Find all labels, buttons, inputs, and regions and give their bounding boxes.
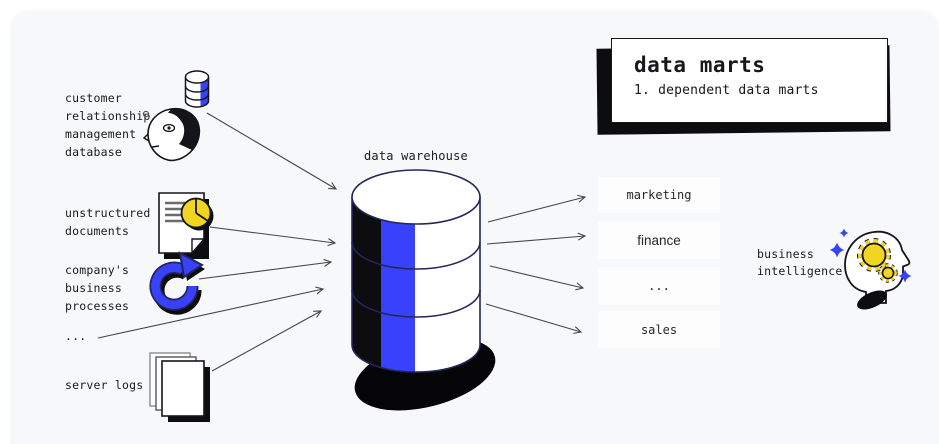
bi-head-shadow <box>857 290 887 310</box>
source-label-serverlogs: server logs <box>65 378 144 392</box>
marts-card-title: data marts <box>634 53 766 77</box>
mart-label: ... <box>648 278 670 293</box>
database-cylinder-icon <box>184 70 210 108</box>
sparkle-icons <box>829 228 912 283</box>
arrow-crm-to-warehouse <box>206 112 338 190</box>
mart-label: marketing <box>626 188 692 202</box>
marts-card-subtitle: 1. dependent data marts <box>634 83 819 98</box>
gear-icon-small <box>881 266 895 280</box>
mart-box-marketing: marketing <box>598 177 720 213</box>
mart-box-sales: sales <box>598 311 720 348</box>
mart-label: sales <box>640 322 678 337</box>
bi-label: business intelligence <box>757 247 843 278</box>
refresh-cycle-icon <box>149 251 205 315</box>
arrow-serverlogs-to-warehouse <box>211 310 323 372</box>
arrow-warehouse-to-sales <box>485 303 583 334</box>
arrow-warehouse-to-ellipsis <box>489 265 585 291</box>
arrow-warehouse-to-finance <box>486 232 587 245</box>
person-head-icon <box>142 107 201 162</box>
mart-label: finance <box>637 233 681 248</box>
paper-stack-icon <box>149 352 210 422</box>
source-label-crm: customer relationship management databas… <box>65 91 151 159</box>
document-pie-chart-icon <box>158 192 214 259</box>
mart-box-ellipsis: ... <box>598 267 720 304</box>
warehouse-label: data warehouse <box>364 149 468 163</box>
source-label-processes: company's business processes <box>65 263 130 313</box>
mart-box-finance: finance <box>598 222 720 259</box>
head-with-gears-icon <box>829 228 912 310</box>
gear-icon-large <box>861 242 887 268</box>
arrow-warehouse-to-marketing <box>487 194 587 223</box>
source-label-ellipsis: ... <box>65 329 87 343</box>
arrow-ellipsis-to-warehouse <box>97 286 325 339</box>
warehouse-cylinder-graphic <box>351 169 496 411</box>
arrow-documents-to-warehouse <box>209 226 337 247</box>
arrow-processes-to-warehouse <box>198 258 333 280</box>
source-label-documents: unstructured documents <box>65 206 151 238</box>
marts-card: data marts 1. dependent data marts <box>611 38 888 123</box>
